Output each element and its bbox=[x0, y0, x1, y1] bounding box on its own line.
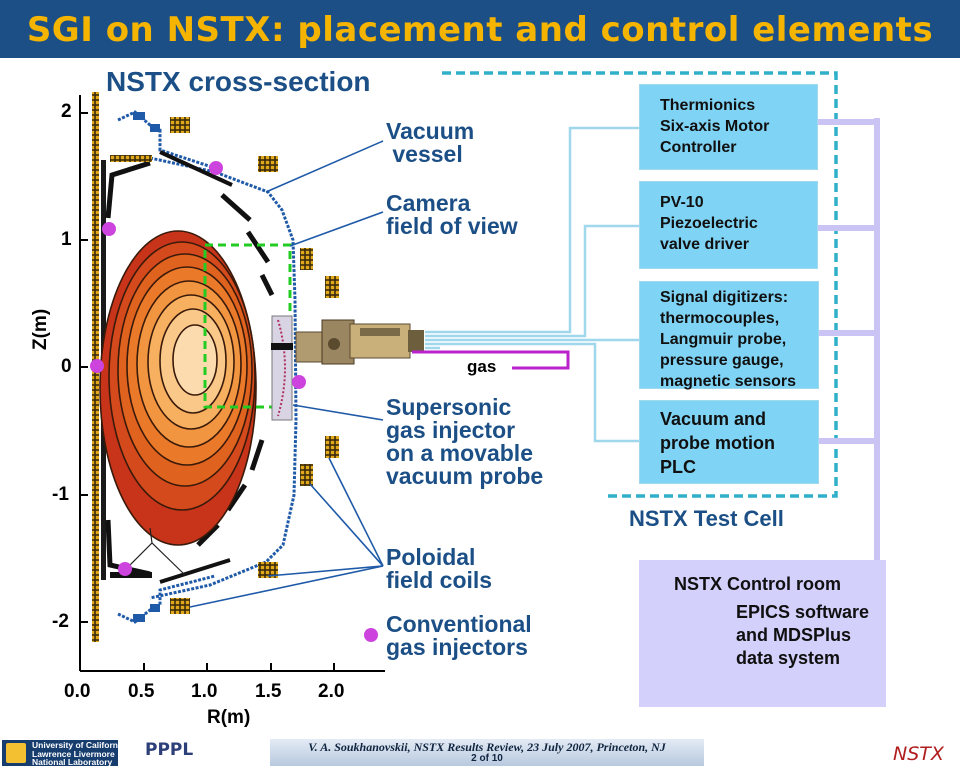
test-cell-label: NSTX Test Cell bbox=[629, 506, 784, 531]
box-signal-digitizers: Signal digitizers: thermocouples, Langmu… bbox=[639, 281, 819, 390]
box-plc: Vacuum and probe motion PLC bbox=[639, 400, 819, 484]
slide-title: SGI on NSTX: placement and control eleme… bbox=[26, 10, 934, 50]
control-room-text: EPICS software and MDSPlus data system bbox=[736, 602, 870, 668]
poloidal-field-coils bbox=[170, 117, 339, 614]
divertor-coils bbox=[133, 112, 160, 622]
y-tick-label: 1 bbox=[61, 229, 72, 250]
y-axis-ticks bbox=[80, 112, 88, 623]
upper-shelf bbox=[110, 155, 152, 162]
footer-citation: V. A. Soukhanovskii, NSTX Results Review… bbox=[308, 740, 666, 754]
upper-outer-divertor bbox=[159, 150, 233, 187]
sgi-probe-drive bbox=[295, 319, 424, 365]
y-tick-label: 2 bbox=[61, 101, 72, 122]
plasma-flux-surfaces bbox=[99, 230, 257, 546]
upper-passive-plates bbox=[220, 193, 275, 297]
box-motor-controller: Thermionics Six-axis Motor Controller bbox=[639, 84, 818, 170]
box-valve-driver: PV-10 Piezoelectric valve driver bbox=[639, 181, 818, 269]
lower-shelf bbox=[110, 572, 152, 578]
label-leader-lines bbox=[189, 140, 384, 608]
footer-page-number: 2 of 10 bbox=[471, 753, 503, 764]
conventional-gas-injector-dots bbox=[90, 161, 378, 642]
sgi-probe-head bbox=[271, 315, 293, 421]
uc-seal-icon bbox=[6, 743, 26, 763]
lower-divertor-structure bbox=[117, 574, 216, 624]
label-vacuum-vessel: Vacuum vessel bbox=[386, 118, 475, 167]
network-lines bbox=[818, 118, 880, 560]
test-cell-boundary bbox=[442, 71, 838, 498]
inner-divertor-plates bbox=[105, 160, 151, 577]
control-room-title: NSTX Control room bbox=[674, 574, 841, 594]
nstx-logo: NSTX bbox=[893, 743, 944, 765]
cross-section-title: NSTX cross-section bbox=[106, 66, 371, 97]
label-pf-coils: Poloidal field coils bbox=[386, 544, 493, 593]
x-tick-label: 0.0 bbox=[64, 681, 91, 702]
label-sgi: Supersonic gas injector on a movable vac… bbox=[386, 394, 544, 489]
y-axis-title: Z(m) bbox=[30, 308, 51, 350]
camera-fov-box bbox=[203, 243, 292, 409]
cable-lines bbox=[425, 126, 639, 443]
y-tick-label: 0 bbox=[61, 356, 72, 377]
pppl-logo: PPPL bbox=[145, 740, 194, 760]
footer-strip bbox=[270, 739, 704, 766]
upper-divertor-structure bbox=[117, 110, 216, 170]
y-tick-label: -1 bbox=[52, 484, 69, 505]
x-axis-title: R(m) bbox=[207, 707, 251, 728]
x-tick-label: 1.0 bbox=[191, 681, 218, 702]
x-tick-label: 1.5 bbox=[255, 681, 282, 702]
label-camera-fov: Camera field of view bbox=[386, 190, 518, 239]
gas-line bbox=[412, 350, 570, 370]
label-conventional-gas: Conventional gas injectors bbox=[386, 611, 532, 660]
lower-outer-divertor bbox=[159, 558, 231, 584]
lower-passive-plates bbox=[196, 439, 265, 547]
x-tick-label: 0.5 bbox=[128, 681, 155, 702]
separatrix-legs bbox=[119, 527, 186, 576]
y-tick-label: -2 bbox=[52, 611, 69, 632]
x-tick-label: 2.0 bbox=[318, 681, 345, 702]
gas-label: gas bbox=[467, 357, 497, 376]
x-axis-ticks bbox=[79, 663, 335, 671]
title-bar bbox=[0, 0, 960, 58]
control-room-panel bbox=[639, 560, 886, 707]
